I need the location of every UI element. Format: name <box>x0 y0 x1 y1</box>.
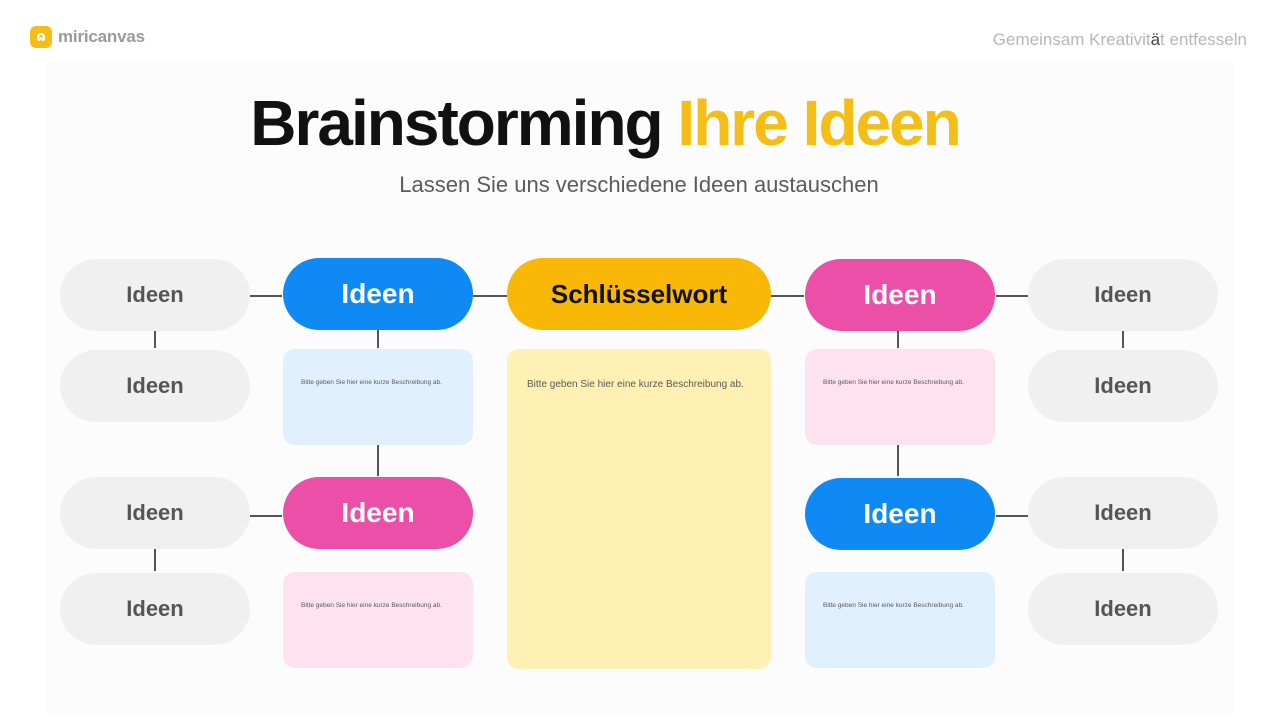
connector <box>250 515 282 517</box>
title-accent: Ihre Ideen <box>677 87 961 159</box>
connector <box>897 330 899 348</box>
idea-pill-left-3: Ideen <box>60 477 250 549</box>
idea-pill-pink-top: Ideen <box>805 259 995 331</box>
idea-pill-left-1: Ideen <box>60 259 250 331</box>
idea-pill-right-4: Ideen <box>1028 573 1218 645</box>
description-card-center: Bitte geben Sie hier eine kurze Beschrei… <box>507 349 771 669</box>
connector <box>377 330 379 348</box>
page-title: Brainstorming Ihre Ideen <box>0 86 1210 160</box>
connector <box>377 445 379 476</box>
idea-pill-blue-top: Ideen <box>283 258 473 330</box>
connector <box>473 295 507 297</box>
description-card-right-top: Bitte geben Sie hier eine kurze Beschrei… <box>805 349 995 445</box>
brand-name: miricanvas <box>58 27 145 46</box>
idea-pill-right-2: Ideen <box>1028 350 1218 422</box>
description-card-right-bottom: Bitte geben Sie hier eine kurze Beschrei… <box>805 572 995 668</box>
keyword-pill: Schlüsselwort <box>507 258 771 330</box>
connector <box>154 548 156 571</box>
idea-pill-left-4: Ideen <box>60 573 250 645</box>
description-card-left-top: Bitte geben Sie hier eine kurze Beschrei… <box>283 349 473 445</box>
connector <box>250 295 282 297</box>
tagline: Gemeinsam Kreativität entfesseln <box>992 30 1247 49</box>
idea-pill-pink-bottom: Ideen <box>283 477 473 549</box>
brand-logo: ɷ miricanvas <box>30 26 145 48</box>
idea-pill-right-1: Ideen <box>1028 259 1218 331</box>
connector <box>897 445 899 476</box>
description-card-left-bottom: Bitte geben Sie hier eine kurze Beschrei… <box>283 572 473 668</box>
idea-pill-left-2: Ideen <box>60 350 250 422</box>
connector <box>154 330 156 348</box>
connector <box>771 295 804 297</box>
page-subtitle: Lassen Sie uns verschiedene Ideen austau… <box>399 172 879 197</box>
connector <box>996 295 1028 297</box>
title-main: Brainstorming <box>250 87 663 159</box>
miricanvas-logo-icon: ɷ <box>30 26 52 48</box>
connector <box>1122 548 1124 571</box>
idea-pill-right-3: Ideen <box>1028 477 1218 549</box>
connector <box>1122 330 1124 348</box>
idea-pill-blue-bottom: Ideen <box>805 478 995 550</box>
connector <box>996 515 1028 517</box>
